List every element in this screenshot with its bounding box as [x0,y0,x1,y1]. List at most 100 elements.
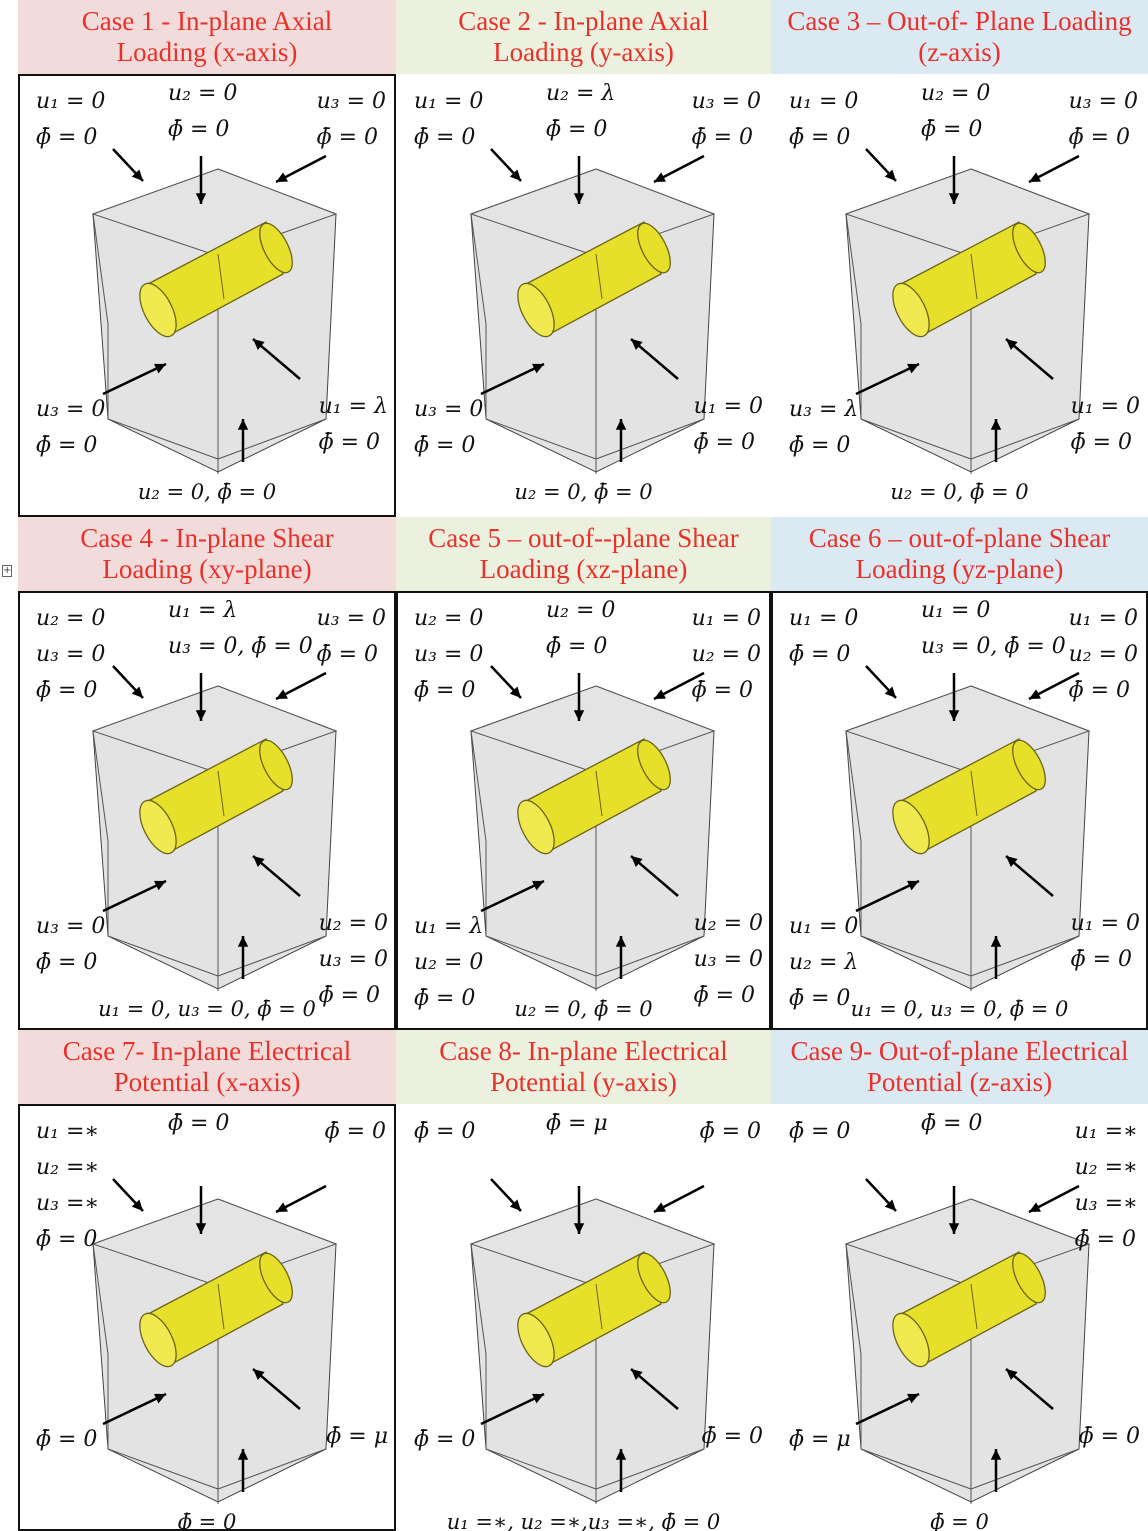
cube-edge [485,1448,597,1490]
arrow-top-right [275,1184,327,1214]
arrow-top [948,673,960,721]
cube-edge [845,213,862,325]
bc-line: u₂ = 0 [414,950,484,975]
bc-line: u₂ = 0 [318,911,388,936]
bc-line: u₂ = 0, ϕ̄ = 0 [137,480,277,504]
bc-line: u₂ = 0, ϕ̄ = 0 [514,480,653,504]
bc-line: u₁ = 0 [36,89,106,114]
cube-edge [217,1448,327,1490]
cube-svg [91,1178,338,1504]
bc-line: u₃ = 0, ϕ̄ = 0 [921,634,1066,659]
arrow-bottom [615,936,627,979]
cylinder-fiber [892,738,1046,855]
cube-with-cylinder [844,168,1091,474]
bc-line: u₁ = λ [414,914,484,939]
bc-line: u₁ = 0 [1070,911,1140,936]
bc-label-br: ϕ̄ = μ [326,1419,388,1455]
cube-edge [217,935,327,977]
cube-edge [860,935,972,977]
arrow-bottom-left [480,1392,545,1426]
bc-label-tr: ϕ̄ = 0 [700,1114,761,1150]
cube-edge [595,1448,705,1490]
bc-line: u₃ =∗ [36,1191,100,1216]
cube-svg [91,665,338,991]
arrow-bottom-left [102,1392,167,1426]
bc-line: u₂ = 0 [36,606,106,631]
bc-line: u₁ = λ [168,598,238,623]
bc-label-bm: u₂ = 0, ϕ̄ = 0 [18,474,396,510]
cube-edge [485,418,597,460]
bc-line: ϕ̄ = 0 [693,430,756,455]
arrow-bottom [237,936,249,979]
bc-line: u₁ =∗, u₂ =∗,u₃ =∗, ϕ̄ = 0 [446,1510,721,1531]
cylinder-fiber [517,1251,671,1368]
case-title: Case 3 – Out-of- Plane Loading(z-axis) [771,0,1148,74]
arrow-top-left [865,1178,897,1212]
arrow-top-left [490,1178,522,1212]
cube-edge [595,418,705,460]
bc-line: u₂ = 0 [691,642,761,667]
arrow-top [573,1186,585,1234]
bc-label-bm: u₂ = 0, ϕ̄ = 0 [396,474,771,510]
bc-line: u₁ = 0 [921,598,991,623]
bc-label-bl: ϕ̄ = μ [789,1422,851,1458]
case-title-line: Case 1 - In-plane Axial [81,6,333,36]
bc-line: ϕ̄ = 0 [316,125,379,150]
bc-label-tl: ϕ̄ = 0 [414,1114,475,1150]
bc-line: ϕ̄ = 0 [789,125,851,150]
arrow-bottom-right [630,855,679,897]
case-title-line: Loading (yz-plane) [855,554,1064,584]
bc-line: ϕ̄ = 0 [789,433,851,458]
arrow-bottom [990,419,1002,462]
bc-line: ϕ̄ = 0 [318,983,381,1008]
arrow-bottom [615,1449,627,1492]
bc-line: u₂ = λ [789,950,859,975]
arrow-bottom [237,419,249,462]
arrow-top-right [275,154,327,184]
case-3-cell: Case 3 – Out-of- Plane Loading(z-axis) u₁… [771,0,1148,517]
case-title-line: Case 2 - In-plane Axial [458,6,709,36]
bc-line: ϕ̄ = 0 [414,433,476,458]
bc-line: u₃ = λ [789,397,859,422]
arrow-bottom [615,419,627,462]
bc-line: ϕ̄ = μ [546,1111,608,1136]
bc-label-br: ϕ̄ = 0 [1079,1419,1140,1455]
bc-line: u₂ =∗ [36,1155,100,1180]
arrow-top-right [1028,154,1080,184]
cube-svg [844,1178,1091,1504]
arrow-top-left [490,665,522,699]
arrow-top-left [865,148,897,182]
case-title-line: Case 5 – out-of--plane Shear [428,523,739,553]
bc-line: u₂ = 0 [168,81,238,106]
bc-line: ϕ̄ = 0 [414,125,476,150]
bc-label-tl: u₁ = 0 ϕ̄ = 0 [36,84,105,156]
arrow-top [573,156,585,204]
bc-line: ϕ̄ = 0 [921,117,983,142]
bc-line: ϕ̄ = 0 [36,125,98,150]
cylinder-fiber [517,221,671,338]
bc-line: u₃ = 0 [691,89,761,114]
arrow-top-right [275,671,327,701]
cylinder-fiber [139,221,293,338]
bc-line: ϕ̄ = 0 [789,1119,851,1144]
bc-line: ϕ̄ = 0 [414,986,476,1011]
